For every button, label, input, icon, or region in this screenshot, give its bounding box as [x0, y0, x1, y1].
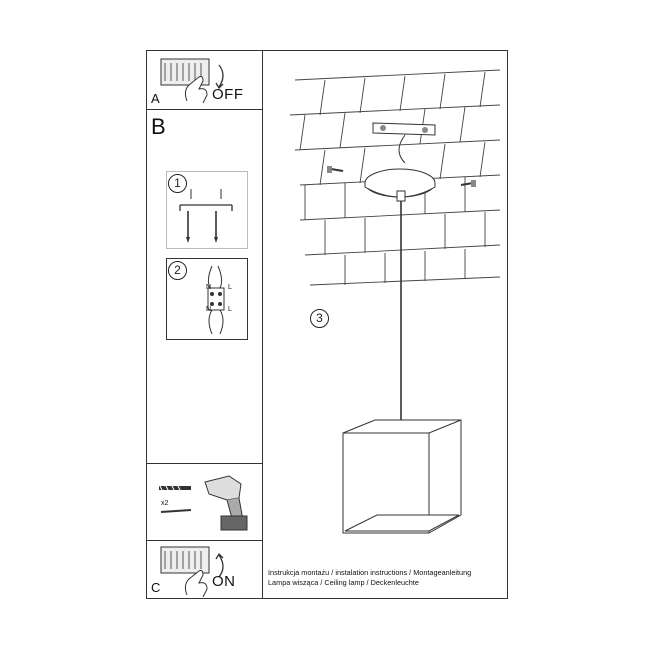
ceiling-canopy — [364, 168, 436, 202]
switch-panel-icon — [160, 58, 224, 104]
column-divider — [262, 50, 263, 599]
substep-2-number: 2 — [168, 261, 187, 280]
wire-n-bottom: N — [206, 306, 212, 313]
step-c-letter: C — [151, 580, 161, 595]
wire-l-top: L — [228, 284, 232, 291]
step-c-word: ON — [212, 573, 236, 590]
step-b-letter: B — [151, 114, 166, 139]
hand-icon — [184, 570, 208, 598]
step-a-letter: A — [151, 91, 160, 106]
substep-3-number: 3 — [310, 309, 329, 328]
tools-panel — [158, 475, 248, 531]
hand-icon — [184, 76, 208, 104]
divider-a — [146, 109, 263, 110]
drill-icon — [204, 475, 248, 531]
pendant-lamp-illustration — [342, 419, 462, 534]
substep-1-number: 1 — [168, 174, 187, 193]
ceiling-bracket — [372, 122, 436, 136]
caption-instructions: Instrukcja montażu / instalation instruc… — [268, 568, 472, 577]
screw-icon — [327, 166, 476, 187]
rotate-arrow-icon — [215, 552, 224, 578]
rotate-arrow-icon — [215, 64, 224, 90]
ceiling-illustration — [289, 69, 501, 534]
caption-product: Lampa wisząca / Ceiling lamp / Deckenleu… — [268, 578, 419, 587]
wiring-terminal-icon — [207, 265, 225, 335]
switch-panel-icon — [160, 546, 224, 598]
divider-tools — [146, 463, 263, 464]
divider-c — [146, 540, 263, 541]
step-a-word: OFF — [212, 86, 244, 103]
instruction-sheet — [146, 50, 508, 599]
screw-icon — [158, 483, 192, 513]
bracket-mount-icon — [179, 189, 233, 243]
quantity-label: x2 — [161, 500, 169, 507]
wire-n-top: N — [206, 284, 212, 291]
wire-l-bottom: L — [228, 306, 232, 313]
